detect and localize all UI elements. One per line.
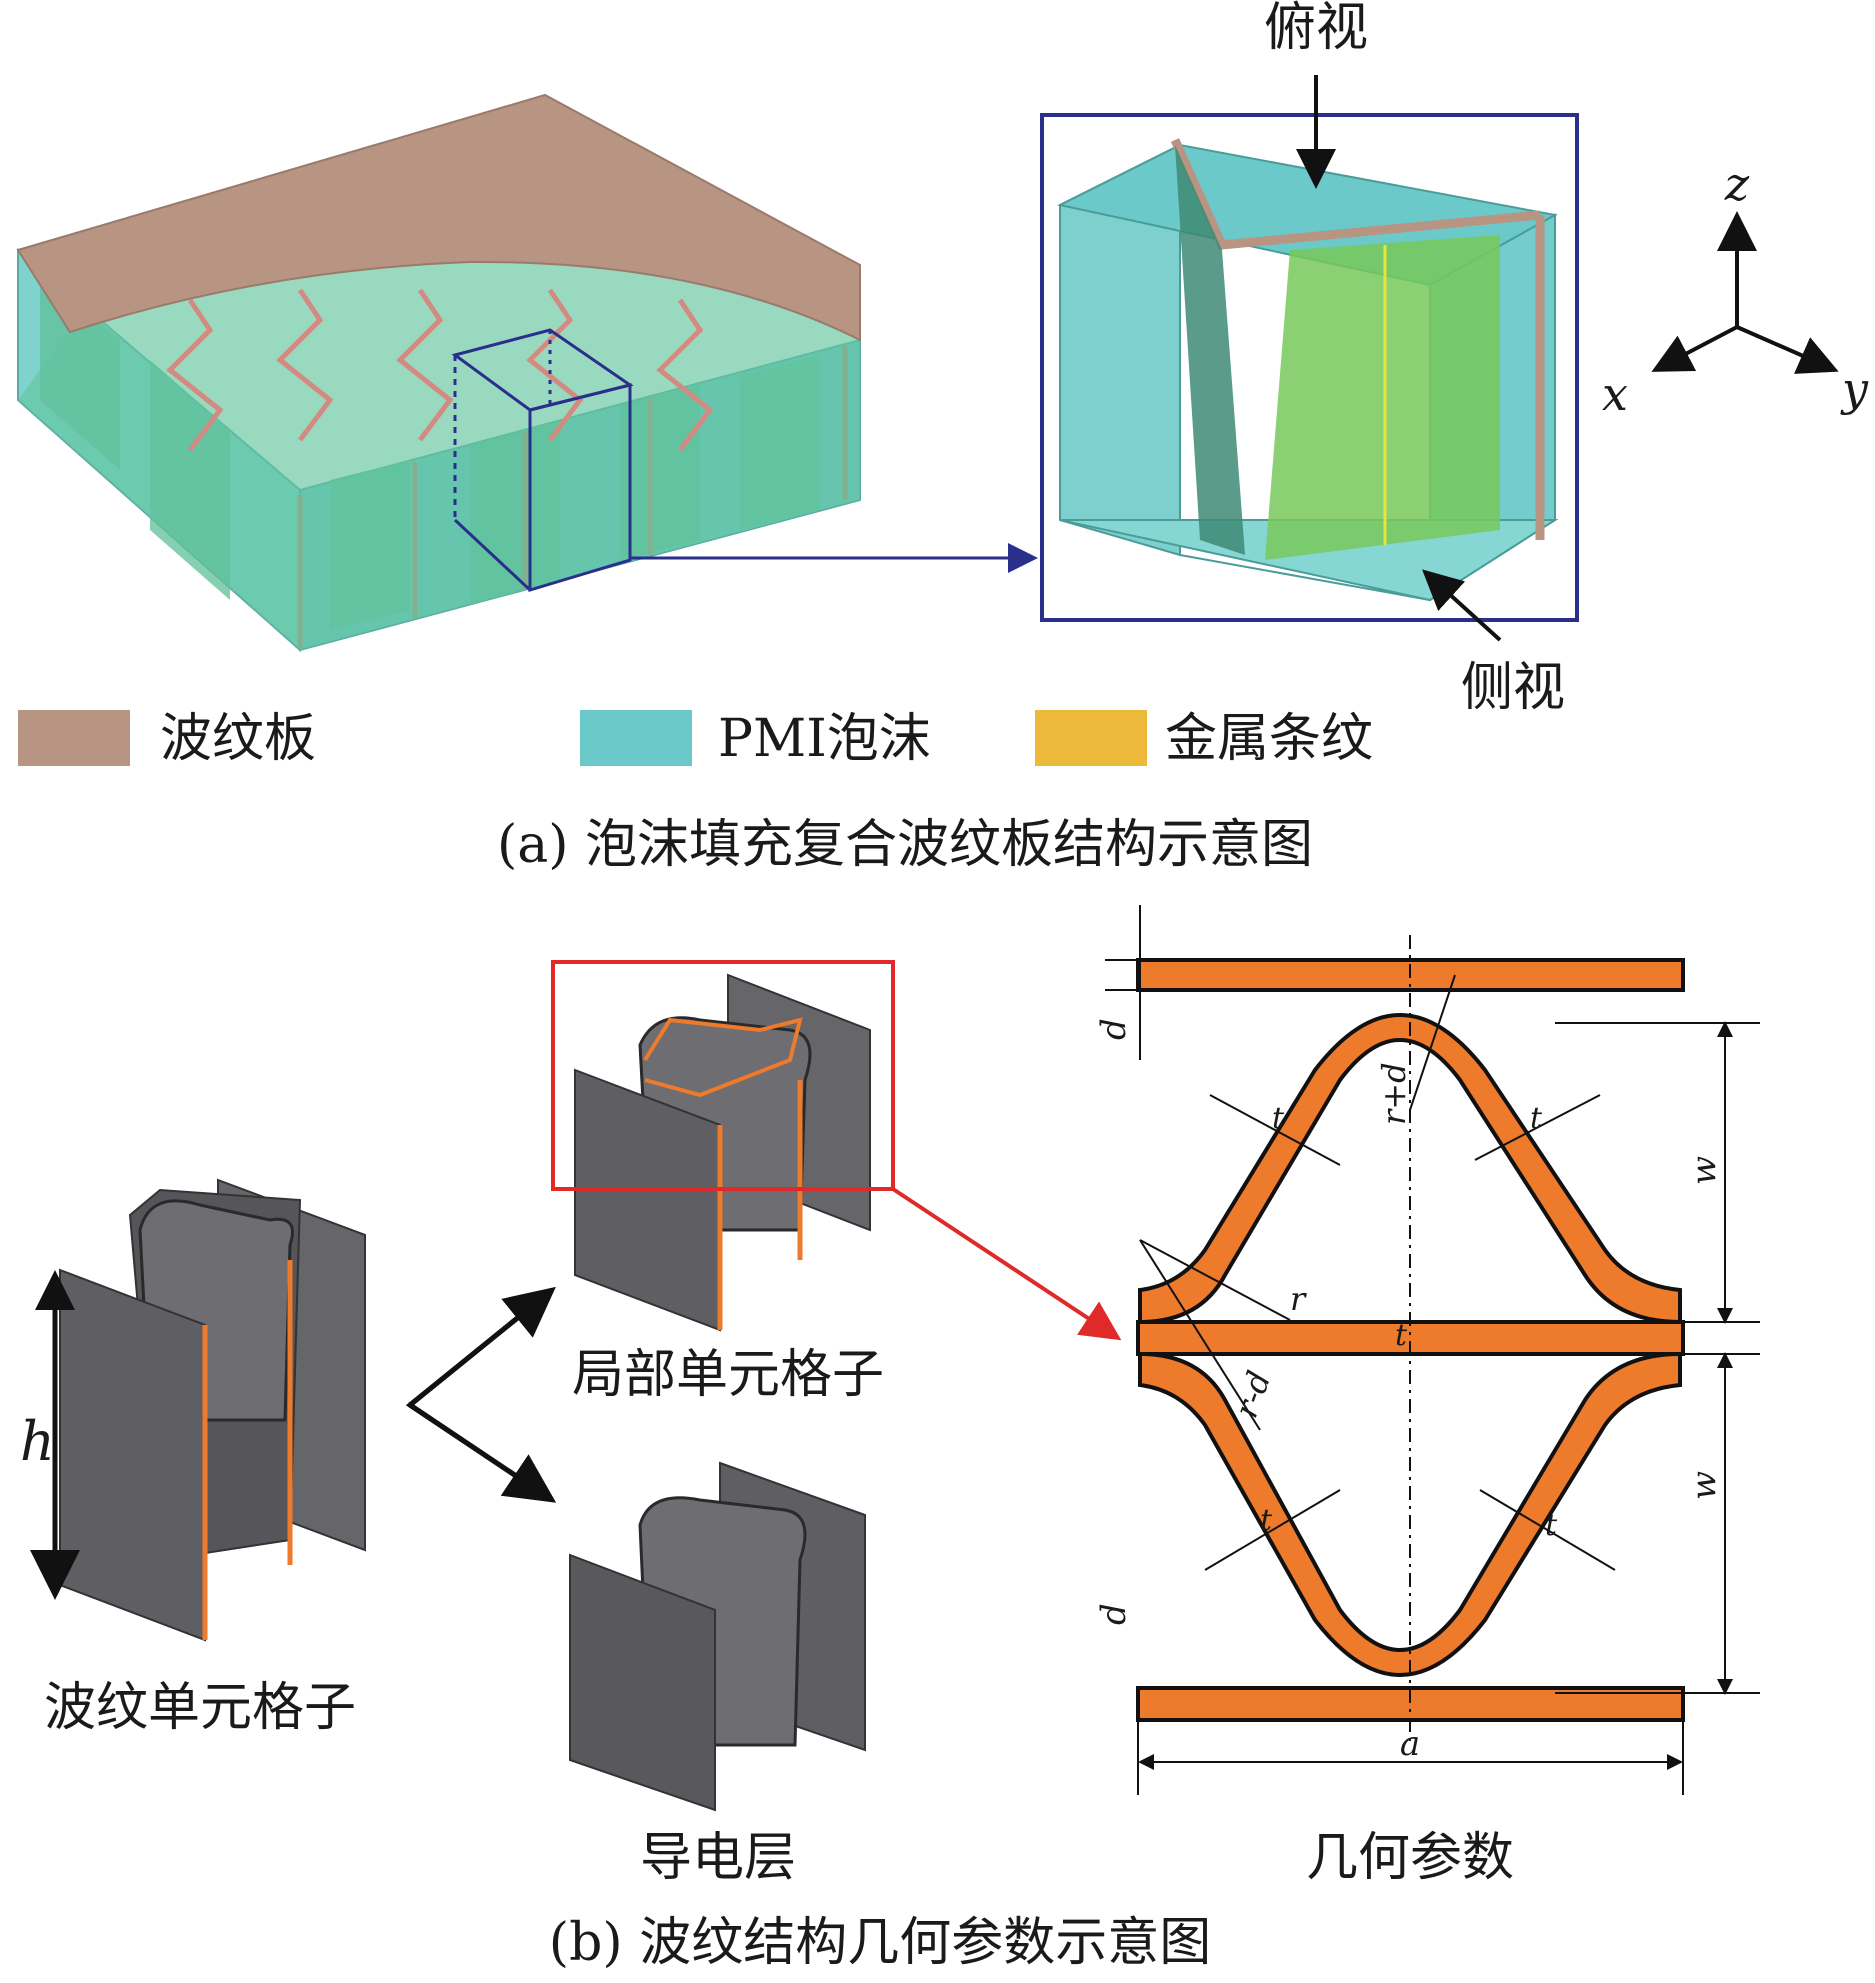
coordinate-axes: [1651, 211, 1839, 374]
zoom-box: [1040, 75, 1579, 642]
legend-swatch-metal-stripe: [1035, 710, 1147, 766]
dim-r-plus-d: r+d: [1375, 1062, 1413, 1125]
top-cover-plate: [16, 93, 861, 342]
label-local-unit-cell: 局部单元格子: [572, 1345, 884, 1405]
label-conductive-layer: 导电层: [640, 1828, 796, 1888]
dim-d-bottom: d: [1094, 1603, 1134, 1625]
corrugation-lower-band: [1138, 1351, 1682, 1677]
legend-label-metal-stripe: 金属条纹: [1165, 709, 1373, 769]
dim-t-3: t: [1260, 1503, 1273, 1538]
zoom-corrugated-plate: [1170, 138, 1541, 250]
legend-label-corrugated-plate: 波纹板: [160, 709, 316, 769]
dim-d-top: d: [1094, 1018, 1134, 1040]
geometry-diagram: [1105, 905, 1760, 1795]
legend-label-pmi-foam: PMI泡沫: [718, 709, 931, 769]
corrugation-upper-band: [1138, 1013, 1682, 1325]
zigzag-plates: [166, 288, 714, 452]
dim-a: a: [1400, 1724, 1420, 1764]
local-cell-highlight-box: [551, 960, 895, 1191]
corrugated-unit-cell: [59, 1178, 366, 1642]
label-geometry-parameters: 几何参数: [1306, 1828, 1514, 1888]
label-top-view: 俯视: [1264, 0, 1368, 58]
dim-t-2: t: [1530, 1101, 1543, 1136]
label-side-view: 侧视: [1461, 658, 1565, 718]
panel-a: 俯视 侧视 z x y 波纹板 PMI泡沫 金属条纹 (a) 泡沫填充复合波纹板…: [16, 0, 1869, 875]
legend: 波纹板 PMI泡沫 金属条纹: [18, 709, 1373, 769]
local-unit-cell: [574, 973, 871, 1332]
legend-swatch-pmi-foam: [580, 710, 692, 766]
dim-t-1: t: [1272, 1101, 1285, 1136]
axis-z-label: z: [1724, 157, 1750, 211]
callout-arrow: [891, 1187, 1122, 1341]
dim-r: r: [1290, 1280, 1307, 1318]
legend-swatch-corrugated-plate: [18, 710, 130, 766]
height-symbol: h: [20, 1410, 55, 1473]
dim-w-lower: w: [1684, 1471, 1724, 1500]
branch-arrows: [405, 1288, 554, 1503]
inner-core-top: [18, 260, 860, 650]
zoom-stripe-wall-right: [1265, 235, 1500, 560]
panel-b: h 波纹单元格子 局部单元格子 导电层: [20, 905, 1760, 1973]
dim-w-upper: w: [1684, 1156, 1724, 1185]
caption-b: (b) 波纹结构几何参数示意图: [549, 1913, 1211, 1973]
zoom-stripe-wall-left: [1175, 145, 1245, 555]
highlighted-unit-cell: [451, 328, 634, 593]
axis-y-label: y: [1840, 362, 1869, 416]
conductive-layer-cell: [569, 1461, 866, 1812]
axis-x-label: x: [1602, 367, 1628, 421]
caption-a: (a) 泡沫填充复合波纹板结构示意图: [497, 815, 1313, 875]
label-corrugated-unit-cell: 波纹单元格子: [44, 1678, 356, 1738]
sandwich-panel-3d: [16, 93, 861, 653]
dim-t-5: t: [1395, 1318, 1408, 1353]
dim-t-4: t: [1545, 1508, 1558, 1543]
